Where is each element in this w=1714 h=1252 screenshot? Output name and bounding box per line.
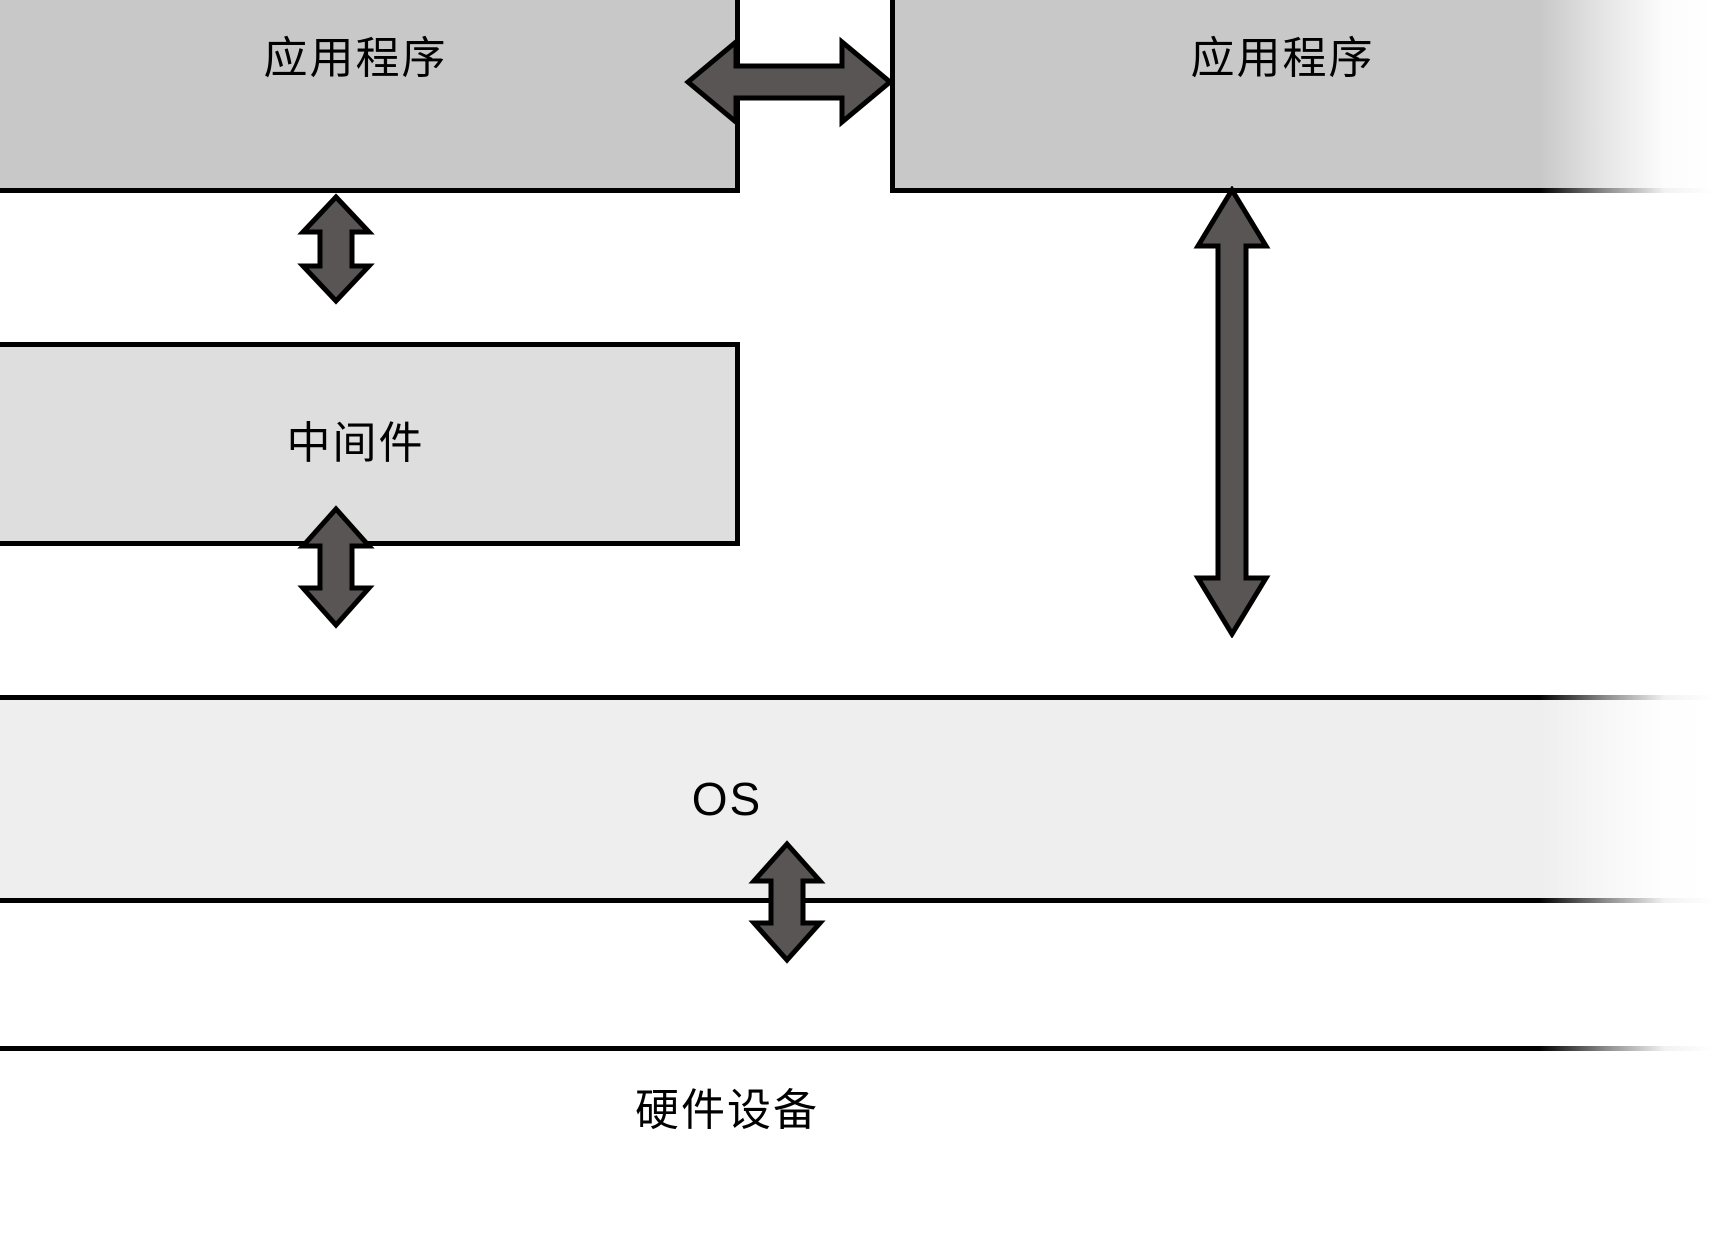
double-arrow-horizontal-icon <box>684 34 894 130</box>
node-os[interactable]: OS <box>0 695 1714 903</box>
double-arrow-vertical-long-icon <box>1192 186 1272 638</box>
node-hardware[interactable]: 硬件设备 <box>0 1051 1714 1252</box>
node-os-label: OS <box>691 773 763 825</box>
node-middleware-label: 中间件 <box>286 419 425 468</box>
node-application-left-label: 应用程序 <box>263 34 448 83</box>
node-application-right-label: 应用程序 <box>1190 34 1375 83</box>
node-middleware[interactable]: 中间件 <box>0 342 740 546</box>
double-arrow-vertical-icon <box>297 193 375 305</box>
double-arrow-vertical-icon <box>297 505 375 629</box>
os-hardware-gap-band <box>0 903 1714 1051</box>
node-hardware-label: 硬件设备 <box>635 1086 819 1135</box>
node-application-right[interactable]: 应用程序 <box>890 0 1714 193</box>
node-application-left[interactable]: 应用程序 <box>0 0 740 193</box>
double-arrow-vertical-icon <box>748 840 826 964</box>
